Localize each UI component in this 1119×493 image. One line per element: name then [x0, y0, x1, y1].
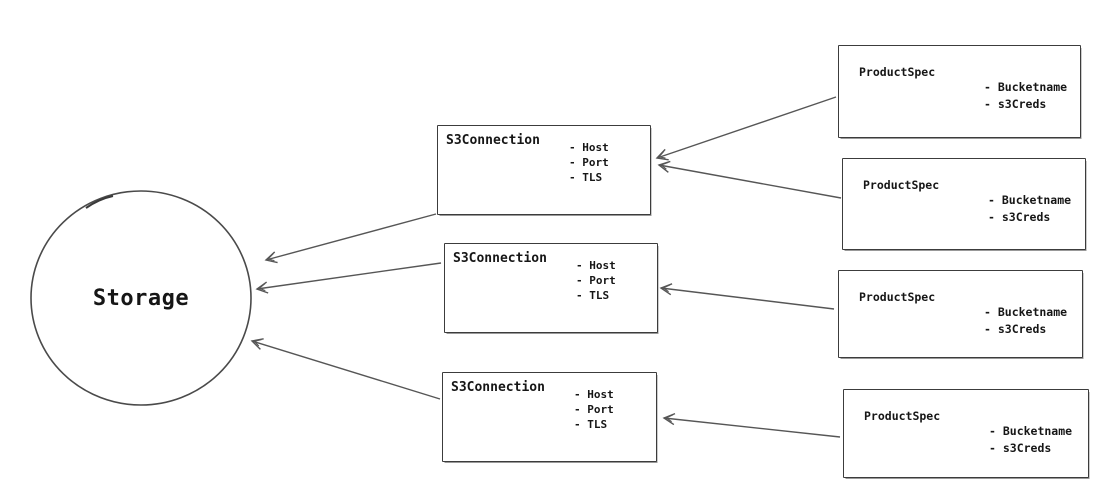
s3connection-2-attributes: - Host - Port - TLS [576, 258, 616, 303]
attribute-s3creds: - s3Creds [989, 441, 1052, 455]
arrow-productspec-1-to-s3connection-1 [655, 96, 837, 161]
attribute-bucketname: - Bucketname [989, 424, 1073, 438]
s3connection-3-attributes: - Host - Port - TLS [574, 387, 614, 432]
productspec-1-attributes: - Bucketname - s3Creds [984, 79, 1067, 113]
s3connection-3-title: S3Connection [451, 380, 545, 395]
attribute-port: - Port [569, 156, 609, 169]
productspec-3-attributes: - Bucketname - s3Creds [984, 304, 1067, 338]
arrow-s3connection-1-to-storage [264, 213, 437, 264]
attribute-bucketname: - Bucketname [984, 80, 1068, 94]
attribute-host: - Host [569, 141, 609, 154]
arrow-productspec-2-to-s3connection-1 [657, 160, 842, 199]
productspec-2-title: ProductSpec [863, 178, 940, 192]
attribute-tls: - TLS [569, 171, 603, 184]
attribute-port: - Port [576, 274, 616, 287]
s3connection-1-title: S3Connection [446, 133, 540, 148]
productspec-node-3: ProductSpec - Bucketname - s3Creds [838, 270, 1083, 358]
productspec-1-title: ProductSpec [859, 65, 936, 79]
productspec-3-title: ProductSpec [859, 290, 936, 304]
attribute-bucketname: - Bucketname [988, 193, 1072, 207]
storage-circle [30, 190, 252, 406]
attribute-bucketname: - Bucketname [984, 305, 1068, 319]
attribute-s3creds: - s3Creds [984, 322, 1047, 336]
productspec-2-attributes: - Bucketname - s3Creds [988, 192, 1071, 226]
arrow-s3connection-3-to-storage [250, 338, 441, 400]
s3connection-node-2: S3Connection - Host - Port - TLS [444, 243, 658, 333]
productspec-node-2: ProductSpec - Bucketname - s3Creds [842, 158, 1086, 250]
s3connection-1-attributes: - Host - Port - TLS [569, 140, 609, 185]
arrow-s3connection-2-to-storage [255, 262, 442, 294]
productspec-node-1: ProductSpec - Bucketname - s3Creds [838, 45, 1081, 138]
storage-node-label: Storage [92, 286, 190, 311]
s3connection-node-3: S3Connection - Host - Port - TLS [442, 372, 657, 462]
attribute-s3creds: - s3Creds [988, 210, 1051, 224]
attribute-host: - Host [576, 259, 616, 272]
attribute-host: - Host [574, 388, 614, 401]
s3connection-2-title: S3Connection [453, 251, 547, 266]
productspec-node-4: ProductSpec - Bucketname - s3Creds [843, 389, 1089, 478]
s3connection-node-1: S3Connection - Host - Port - TLS [437, 125, 651, 215]
arrow-productspec-4-to-s3connection-3 [662, 413, 841, 438]
productspec-4-attributes: - Bucketname - s3Creds [989, 423, 1072, 457]
attribute-tls: - TLS [574, 418, 608, 431]
productspec-4-title: ProductSpec [864, 409, 941, 423]
attribute-port: - Port [574, 403, 614, 416]
attribute-s3creds: - s3Creds [984, 97, 1047, 111]
storage-circle-sketch-overlap [85, 195, 114, 209]
attribute-tls: - TLS [576, 289, 610, 302]
arrow-productspec-3-to-s3connection-2 [659, 283, 835, 310]
